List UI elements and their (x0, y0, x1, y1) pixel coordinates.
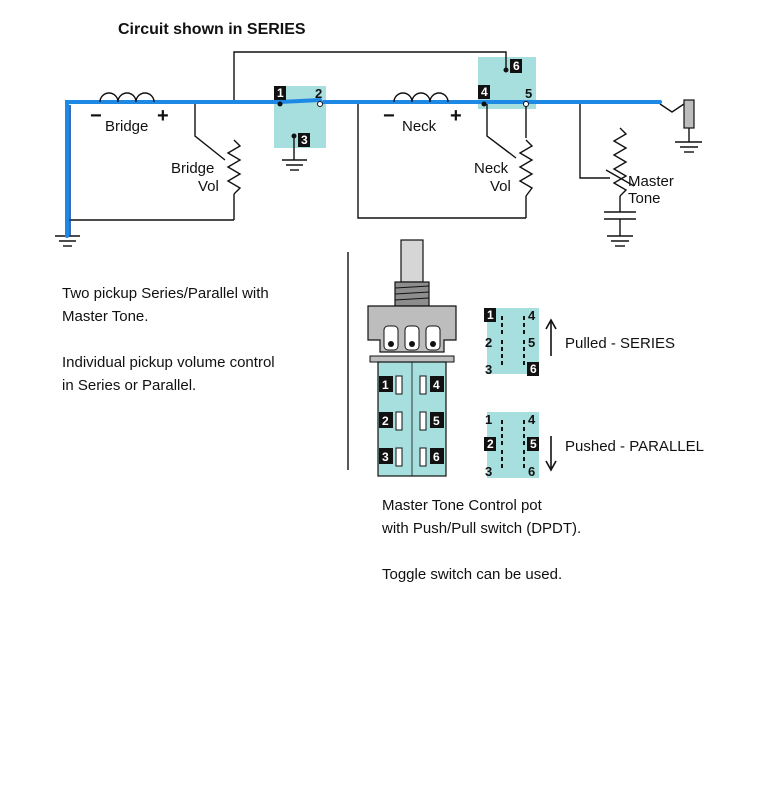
svg-text:3: 3 (485, 464, 492, 479)
svg-text:6: 6 (530, 362, 537, 376)
bridge-vol-label-1: Bridge (171, 160, 214, 177)
neck-pickup-label: Neck (402, 118, 437, 135)
pot-caption-line-2: with Push/Pull switch (DPDT). (381, 520, 581, 537)
svg-text:5: 5 (530, 437, 537, 451)
svg-text:3: 3 (485, 362, 492, 377)
svg-text:2: 2 (382, 414, 389, 428)
master-tone-label-1: Master (628, 173, 674, 190)
svg-text:5: 5 (525, 86, 532, 101)
bridge-pickup-coil (99, 92, 155, 103)
output-jack (683, 99, 695, 129)
diagram-title: Circuit shown in SERIES (118, 21, 306, 38)
svg-text:6: 6 (433, 450, 440, 464)
circuit-switch-pin-labels: 1 2 3 4 5 6 (274, 59, 532, 147)
neck-pickup-coil (393, 92, 449, 103)
signal-path (65, 98, 662, 238)
pot-caption-line-1: Master Tone Control pot (382, 497, 543, 514)
svg-text:5: 5 (528, 335, 535, 350)
neck-plus: + (450, 105, 462, 127)
svg-text:4: 4 (481, 85, 488, 99)
ground-symbol-jack (675, 141, 702, 153)
bridge-plus: + (157, 105, 169, 127)
ground-symbol-switch (282, 159, 307, 171)
bridge-vol-label-2: Vol (198, 178, 219, 195)
pot-caption-line-3: Toggle switch can be used. (382, 566, 562, 583)
ground-symbol-tone (607, 235, 633, 247)
master-tone-pot (612, 127, 628, 197)
neck-vol-label-2: Vol (490, 178, 511, 195)
neck-vol-pot (518, 139, 534, 197)
switch-diagram-pulled: 1 2 3 4 5 6 (484, 308, 557, 377)
svg-text:3: 3 (301, 133, 308, 147)
bridge-minus: − (90, 105, 102, 127)
svg-text:4: 4 (528, 412, 536, 427)
svg-text:6: 6 (513, 59, 520, 73)
bridge-pickup-label: Bridge (105, 118, 148, 135)
svg-text:1: 1 (277, 86, 284, 100)
description-line-4: in Series or Parallel. (62, 377, 196, 394)
svg-text:4: 4 (528, 308, 536, 323)
push-pull-pot: 1 2 3 4 5 6 (367, 239, 457, 477)
pulled-series-label: Pulled - SERIES (565, 335, 675, 352)
svg-text:5: 5 (433, 414, 440, 428)
svg-text:6: 6 (528, 464, 535, 479)
neck-vol-label-1: Neck (474, 160, 509, 177)
svg-text:1: 1 (485, 412, 492, 427)
description-line-3: Individual pickup volume control (62, 354, 275, 371)
svg-text:4: 4 (433, 378, 440, 392)
switch-contacts (277, 67, 529, 139)
svg-text:2: 2 (485, 335, 492, 350)
circuit-wires (55, 51, 702, 247)
bridge-vol-pot (226, 139, 242, 195)
svg-text:1: 1 (382, 378, 389, 392)
description-line-2: Master Tone. (62, 308, 148, 325)
svg-text:2: 2 (487, 437, 494, 451)
svg-text:3: 3 (382, 450, 389, 464)
svg-text:2: 2 (315, 86, 322, 101)
description-line-1: Two pickup Series/Parallel with (62, 285, 269, 302)
svg-text:1: 1 (487, 308, 494, 322)
pushed-parallel-label: Pushed - PARALLEL (565, 438, 704, 455)
master-tone-label-2: Tone (628, 190, 661, 207)
neck-minus: − (383, 105, 395, 127)
switch-diagram-pushed: 1 2 3 4 5 6 (484, 412, 557, 479)
